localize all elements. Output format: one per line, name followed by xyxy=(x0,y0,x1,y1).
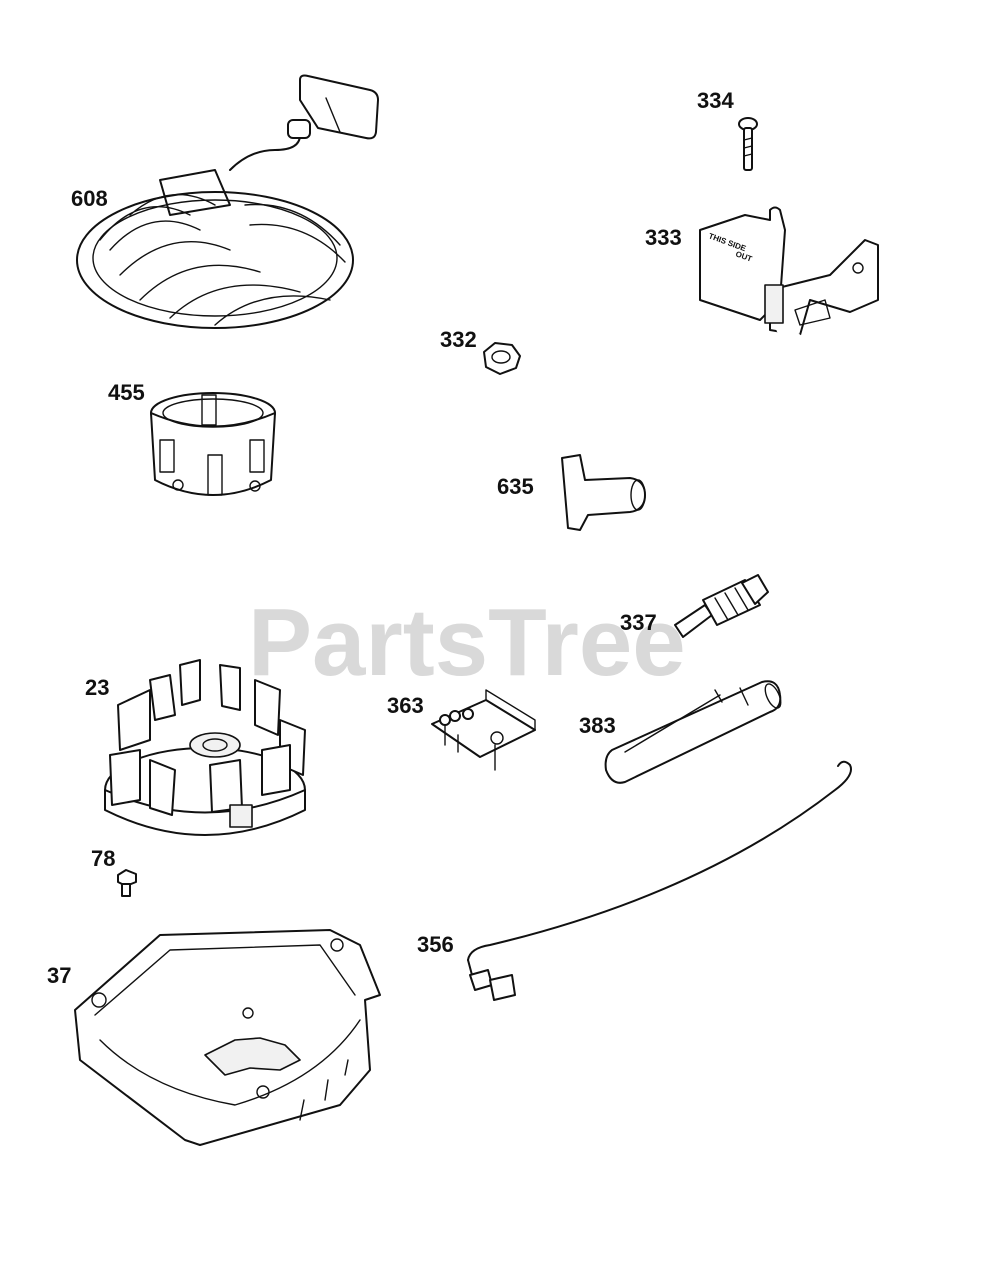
part-635-spark-plug-wire[interactable] xyxy=(561,326,820,531)
part-356-ground-wire[interactable] xyxy=(467,760,852,1001)
callout-455[interactable]: 455 xyxy=(108,380,145,405)
part-337-spark-plug[interactable] xyxy=(674,574,769,638)
part-78-bolt[interactable] xyxy=(117,869,137,897)
callout-363[interactable]: 363 xyxy=(387,693,424,718)
callout-23[interactable]: 23 xyxy=(85,675,109,700)
callout-334[interactable]: 334 xyxy=(697,88,734,113)
part-383-tube[interactable] xyxy=(604,680,784,784)
callout-337[interactable]: 337 xyxy=(620,610,657,635)
callout-383[interactable]: 383 xyxy=(579,713,616,738)
part-363-bracket[interactable] xyxy=(431,689,536,771)
part-332-nut[interactable] xyxy=(483,342,521,375)
part-455-starter-cup[interactable] xyxy=(150,392,276,496)
watermark: PartsTree xyxy=(248,589,686,696)
callout-635[interactable]: 635 xyxy=(497,474,534,499)
callout-356[interactable]: 356 xyxy=(417,932,454,957)
callout-333[interactable]: 333 xyxy=(645,225,682,250)
part-334-bolt[interactable] xyxy=(738,117,758,171)
part-333-ignition-coil[interactable]: THIS SIDE OUT xyxy=(699,206,879,336)
callout-608[interactable]: 608 xyxy=(71,186,108,211)
part-23-flywheel[interactable] xyxy=(104,659,306,836)
callout-332[interactable]: 332 xyxy=(440,327,477,352)
callout-37[interactable]: 37 xyxy=(47,963,71,988)
part-608-rewind-starter[interactable] xyxy=(76,74,379,329)
part-37-blower-housing[interactable] xyxy=(74,929,381,1146)
callout-78[interactable]: 78 xyxy=(91,846,115,871)
